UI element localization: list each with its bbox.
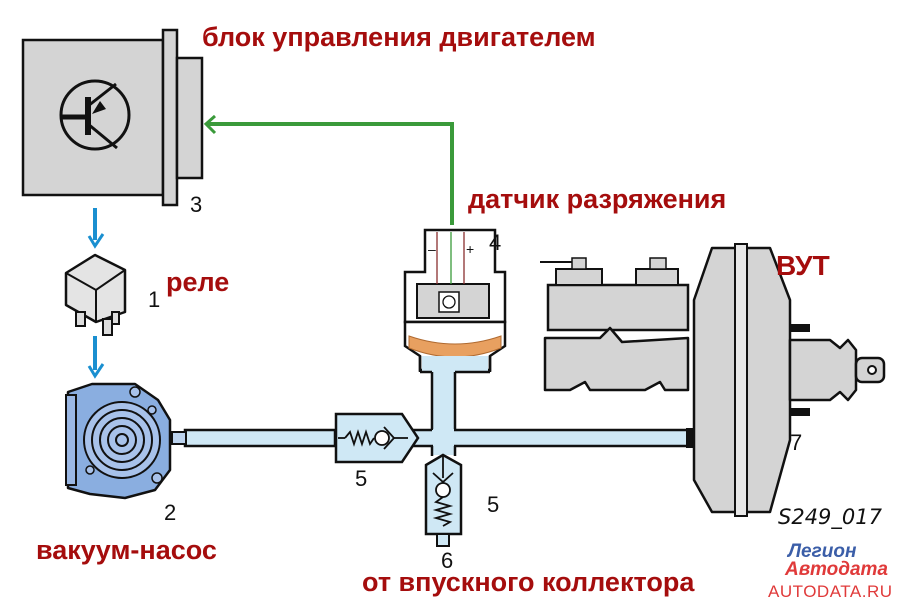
watermark-site: AUTODATA.RU [768, 582, 893, 601]
callout-3: 3 [190, 192, 203, 217]
check-valve-horizontal [334, 412, 420, 464]
intake-manifold-label: от впускного коллектора [362, 567, 695, 597]
watermark-line2: Автодата [785, 559, 888, 580]
callout-4: 4 [489, 230, 502, 255]
relay [64, 253, 127, 336]
transistor-icon [59, 79, 131, 151]
vacuum-booster-label: ВУТ [776, 250, 830, 281]
sensor-plus-sign: + [466, 241, 475, 257]
callout-1: 1 [148, 287, 161, 312]
callout-2: 2 [164, 500, 177, 525]
callout-5-vertical: 5 [487, 492, 500, 517]
figure-code: S249_017 [778, 505, 882, 529]
engine-control-unit [21, 28, 204, 207]
relay-label: реле [166, 267, 230, 297]
control-arrow-relay-to-pump [87, 336, 105, 379]
sensor-signal-wire [203, 114, 454, 225]
master-cylinder [540, 257, 690, 392]
vacuum-sensor-label: датчик разряжения [468, 184, 727, 214]
watermark-line1: Легион [788, 541, 857, 562]
check-valve-vertical [424, 453, 463, 547]
vacuum-pump [65, 382, 172, 500]
callout-6: 6 [441, 548, 454, 573]
callout-5-horizontal: 5 [355, 466, 368, 491]
vacuum-pressure-sensor [403, 228, 507, 374]
vacuum-pump-label: вакуум-насос [36, 535, 217, 565]
ecu-label: блок управления двигателем [202, 22, 596, 52]
control-arrow-ecu-to-relay [87, 208, 105, 249]
vacuum-brake-booster [692, 243, 886, 517]
callout-7: 7 [790, 430, 803, 455]
sensor-minus-sign: – [428, 241, 436, 257]
